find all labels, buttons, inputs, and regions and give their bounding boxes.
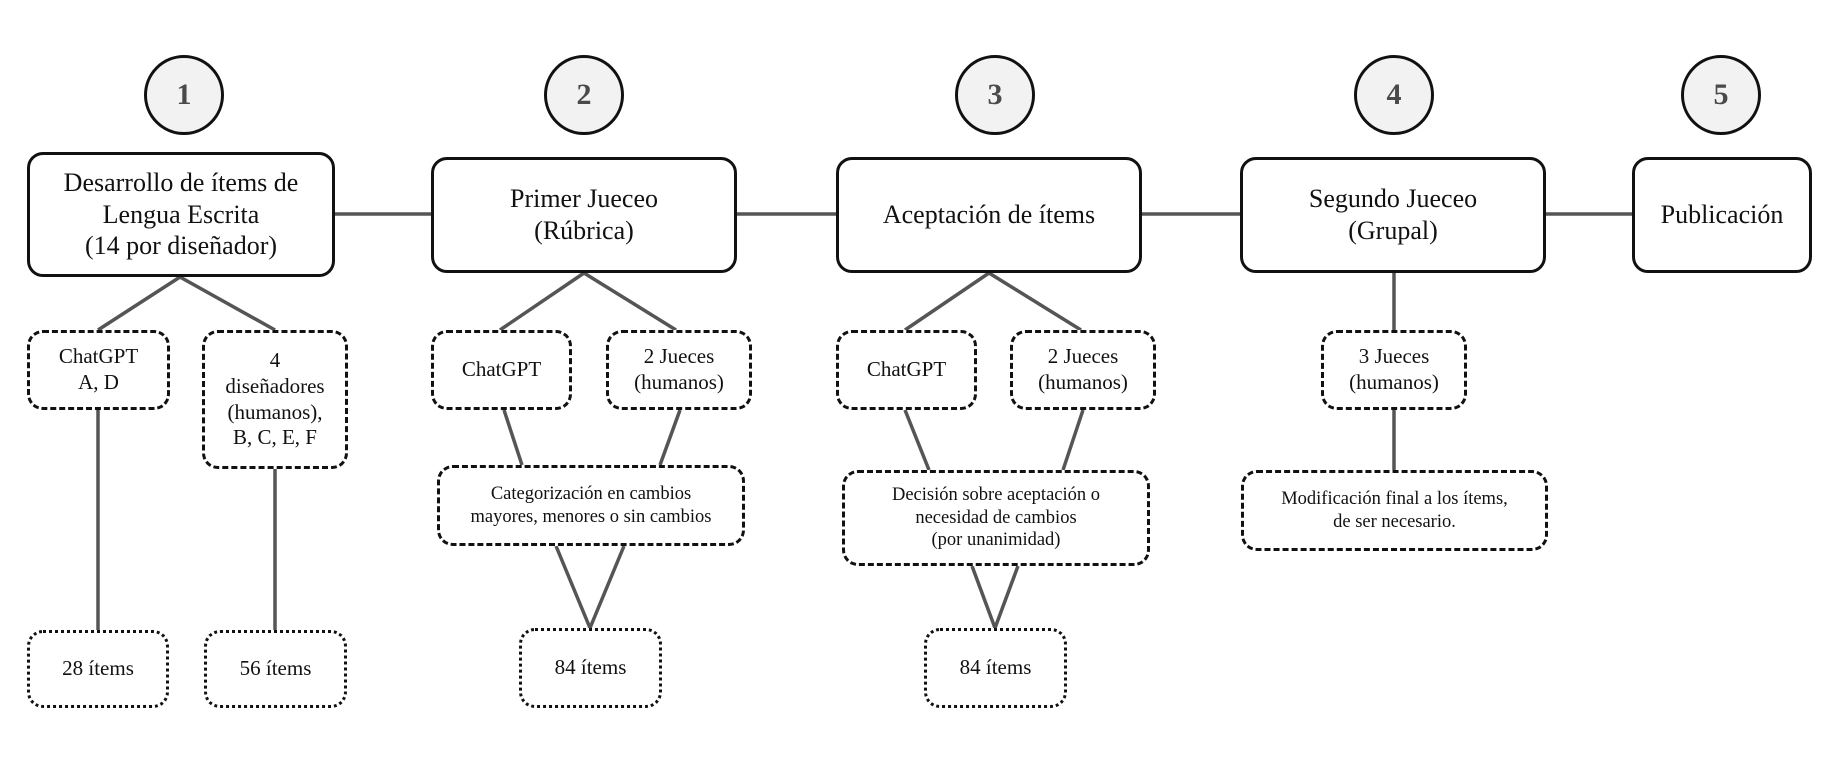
step-3-box: Aceptación de ítems [836, 157, 1142, 273]
actor-judges-step4: 3 Jueces (humanos) [1321, 330, 1467, 410]
step-number-5: 5 [1681, 55, 1761, 135]
merge-2-chatgpt [502, 409, 524, 466]
branch-1-chatgpt [97, 275, 181, 332]
merge-3-chatgpt [903, 409, 931, 471]
actor-chatgpt-step2: ChatGPT [431, 330, 572, 410]
actor-chatgpt-step3: ChatGPT [836, 330, 977, 410]
step-number-3: 3 [955, 55, 1035, 135]
branch-2-chatgpt [499, 271, 585, 332]
process-acceptance-decision: Decisión sobre aceptación o necesidad de… [842, 470, 1150, 566]
step-number-1: 1 [144, 55, 224, 135]
step-1-box: Desarrollo de ítems de Lengua Escrita (1… [27, 152, 335, 277]
funnel-3-right [993, 565, 1020, 629]
output-28-items: 28 ítems [27, 630, 169, 708]
actor-judges-step3: 2 Jueces (humanos) [1010, 330, 1156, 410]
step-4-box: Segundo Jueceo (Grupal) [1240, 157, 1546, 273]
branch-3-chatgpt [904, 271, 990, 332]
branch-1-humans [179, 275, 276, 332]
actor-human-designers: 4 diseñadores (humanos), B, C, E, F [202, 330, 348, 469]
funnel-3-left [970, 565, 997, 629]
step-2-box: Primer Jueceo (Rúbrica) [431, 157, 737, 273]
funnel-2-left [554, 545, 592, 629]
output-56-items: 56 ítems [204, 630, 347, 708]
output-84-items-step2: 84 ítems [519, 628, 662, 708]
process-categorization: Categorización en cambios mayores, menor… [437, 465, 745, 546]
actor-chatgpt-a-d: ChatGPT A, D [27, 330, 170, 410]
branch-3-judges [988, 271, 1082, 332]
funnel-2-right [588, 545, 626, 629]
output-84-items-step3: 84 ítems [924, 628, 1067, 708]
merge-2-judges [658, 409, 682, 466]
branch-2-judges [583, 271, 677, 332]
process-final-modification: Modificación final a los ítems, de ser n… [1241, 470, 1548, 551]
merge-3-judges [1061, 409, 1085, 471]
step-5-box: Publicación [1632, 157, 1812, 273]
step-number-4: 4 [1354, 55, 1434, 135]
actor-judges-step2: 2 Jueces (humanos) [606, 330, 752, 410]
step-number-2: 2 [544, 55, 624, 135]
